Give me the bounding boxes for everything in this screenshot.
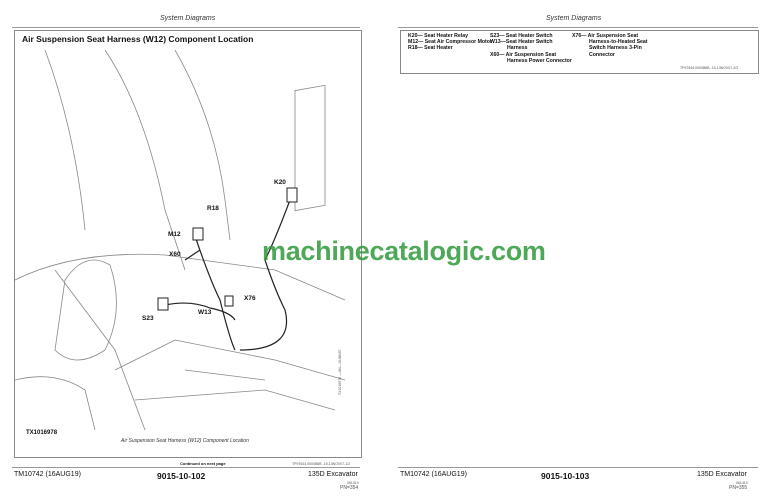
callout-s23: S23 xyxy=(142,315,154,322)
footer-rule-right xyxy=(398,467,758,468)
legend-col-2: S23— Seat Heater Switch W13—Seat Heater … xyxy=(490,33,572,64)
callout-k20: K20 xyxy=(274,179,286,186)
figure-title: Air Suspension Seat Harness (W12) Compon… xyxy=(22,34,254,44)
legend-box xyxy=(400,30,759,74)
legend-w13-cont: Harness xyxy=(507,45,528,52)
figure-caption: Air Suspension Seat Harness (W12) Compon… xyxy=(121,438,249,444)
right-page-header: System Diagrams xyxy=(546,15,602,22)
left-manual-id: TM10742 (16AUG19) xyxy=(14,471,81,478)
side-ref: TX1016978 —UN—16JUN07 xyxy=(338,349,342,395)
legend-r18: R18— Seat Heater xyxy=(408,45,453,52)
seat-drawing xyxy=(15,50,346,430)
left-page-code: 9015-10-102 xyxy=(157,471,206,481)
footer-rule xyxy=(12,467,360,468)
callout-w13: W13 xyxy=(198,309,212,316)
figure-id: TX1016978 xyxy=(26,430,58,436)
left-page-header: System Diagrams xyxy=(160,15,216,22)
right-pn: PN=355 xyxy=(729,485,748,491)
legend-col-1: K20— Seat Heater Relay M12— Seat Air Com… xyxy=(408,33,492,52)
right-page-code: 9015-10-103 xyxy=(541,471,590,481)
legend-k20: K20— Seat Heater Relay xyxy=(408,33,468,39)
continued-note: Continued on next page xyxy=(180,461,226,466)
right-tiny-date: 061419 xyxy=(736,481,748,485)
watermark: machinecatalogic.com xyxy=(262,236,546,266)
legend-x76-cont3: Connector xyxy=(589,51,615,58)
left-pn: PN=354 xyxy=(340,485,359,491)
legend-x60: X60— Air Suspension Seat xyxy=(490,51,557,58)
callout-x60: X60 xyxy=(169,251,181,258)
header-rule xyxy=(12,27,360,28)
legend-x60-cont: Harness Power Connector xyxy=(507,57,572,64)
header-rule-right xyxy=(398,27,758,28)
legend-x76: X76— Air Suspension Seat xyxy=(572,33,639,39)
legend-col-3: X76— Air Suspension Seat Harness-to-Heat… xyxy=(572,33,648,58)
legend-m12: M12— Seat Air Compressor Motor xyxy=(408,39,492,46)
legend-x76-cont2: Switch Harness 3-Pin xyxy=(589,45,642,52)
callout-x76: X76 xyxy=(244,295,256,302)
figure-box xyxy=(14,30,362,458)
left-ref: TP97644,0000B8B -19-13NOV07-1/2 xyxy=(292,462,351,466)
right-model: 135D Excavator xyxy=(697,471,747,478)
left-model: 135D Excavator xyxy=(308,471,358,478)
legend-s23: S23— Seat Heater Switch xyxy=(490,33,553,39)
right-manual-id: TM10742 (16AUG19) xyxy=(400,471,467,478)
callout-m12: M12 xyxy=(168,231,181,238)
legend-x76-cont1: Harness-to-Heated Seat xyxy=(589,39,648,46)
callout-r18: R18 xyxy=(207,205,219,212)
right-ref: TP97644,0000B8B -19-13NOV07-2/2 xyxy=(680,66,739,70)
legend-w13: W13—Seat Heater Switch xyxy=(490,39,553,46)
left-tiny-date: 061419 xyxy=(347,481,359,485)
